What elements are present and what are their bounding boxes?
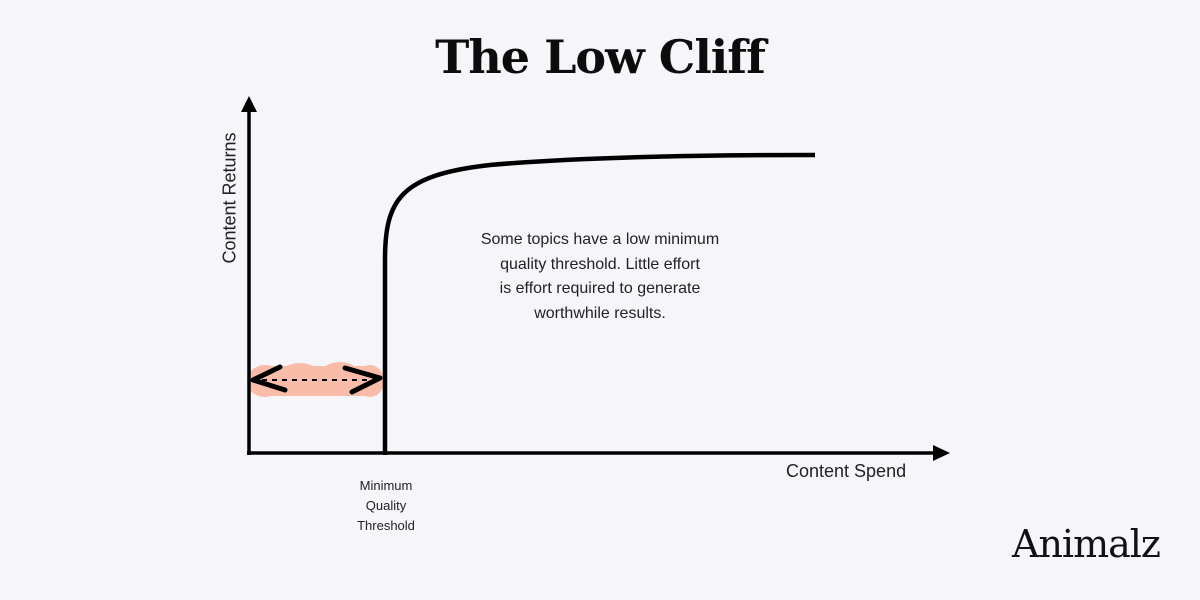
note-line: is effort required to generate <box>499 280 701 297</box>
animalz-logo: Animalz <box>1012 522 1161 566</box>
note-line: Some topics have a low minimum <box>480 231 720 248</box>
y-axis-label: Content Returns <box>219 132 240 264</box>
right-arrowhead-icon <box>342 365 383 395</box>
annotation-note: Some topics have a low minimum quality t… <box>450 228 750 326</box>
threshold-label-line: Quality <box>365 498 407 513</box>
y-axis-arrow-icon <box>241 96 257 112</box>
returns-curve <box>382 152 816 455</box>
note-line: quality threshold. Little effort <box>500 255 700 273</box>
x-axis-label: Content Spend <box>786 461 907 481</box>
threshold-label-line: Minimum <box>359 478 413 493</box>
note-line: worthwhile results. <box>534 304 666 322</box>
diagram-title: The Low Cliff <box>435 30 766 84</box>
threshold-label-line: Threshold <box>357 518 415 533</box>
x-axis-arrow-icon <box>933 445 950 461</box>
threshold-label: Minimum Quality Threshold <box>336 476 436 536</box>
left-arrowhead-icon <box>250 364 288 393</box>
